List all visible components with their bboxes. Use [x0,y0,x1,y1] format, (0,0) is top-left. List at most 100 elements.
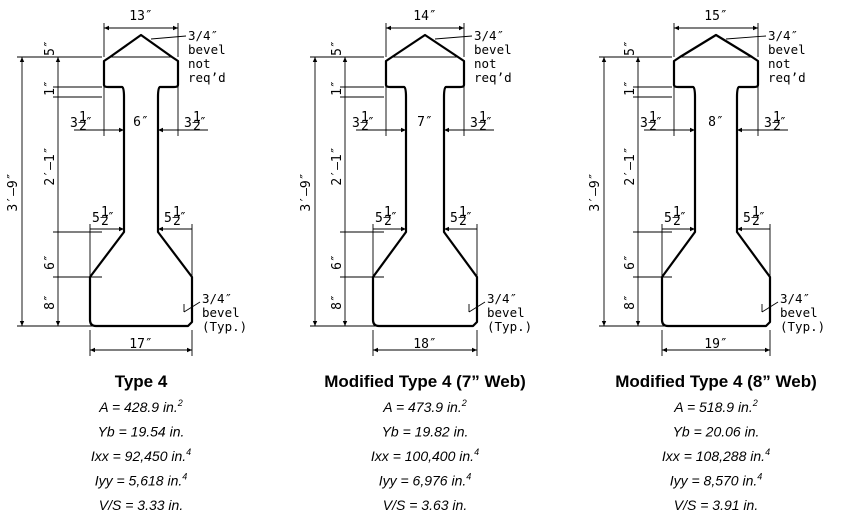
sec1-total-height-arrow-bottom [19,321,25,326]
sec3-top-width-arrow-right [753,25,758,31]
sec1-bottom-bevel-note-line-1: 3/4″ [202,291,232,306]
sec2-girder-outline [371,33,479,328]
sec3-web-height-label: 2′–1″ [623,146,638,185]
svg-text:″: ″ [679,211,687,226]
sec2-section-title: Modified Type 4 (7” Web) [324,372,526,391]
svg-text:2: 2 [384,214,392,229]
sec2-top-bevel-leader [434,35,473,40]
sec1-top-flange-height-label: 5″ [43,40,58,56]
sec1-prop-yb: Yb = 19.54 in. [98,424,185,440]
sec3-top-bevel-note-line-4: req’d [768,70,806,85]
svg-text:″: ″ [85,116,93,131]
sec2-prop-area: A = 473.9 in.2 [382,398,467,415]
sec1-prop-iyy: Iyy = 5,618 in.4 [95,472,188,489]
svg-text:3: 3 [352,116,360,131]
sec1-bottom-bevel-note-line-3: (Typ.) [202,319,247,334]
sec3-section-title: Modified Type 4 (8” Web) [615,372,817,391]
svg-text:3: 3 [70,116,78,131]
sec1-prop-area: A = 428.9 in.2 [98,398,183,415]
sec3-top-fillet-height-label: 1″ [623,80,638,96]
sec2-vertical-chain-arrow-bottom [342,321,348,326]
sec3-web-dim-arrow-right [737,127,742,133]
svg-text:5: 5 [375,211,383,226]
sec2-web-width-label: 7″ [417,115,433,130]
sec1-bottom-bevel-note-line-2: bevel [202,305,240,320]
sec3-bottom-overhang-arrow-left [690,226,695,232]
sec3-total-height-label: 3′–9″ [588,172,603,211]
sec1-bottom-flange-height-label: 8″ [43,294,58,310]
sec3-prop-iyy: Iyy = 8,570 in.4 [670,472,763,489]
sec1-bottom-width-arrow-right [187,347,192,353]
svg-text:2: 2 [752,214,760,229]
sec2-bottom-overhang-arrow-left [401,226,406,232]
sec3-top-bevel-note-line-1: 3/4″ [768,28,798,43]
svg-text:2: 2 [173,214,181,229]
svg-text:2: 2 [361,119,369,134]
svg-text:1: 1 [79,110,87,125]
svg-text:5: 5 [664,211,672,226]
sec1-bottom-overhang-arrow-right [158,226,163,232]
sec2-total-height-label: 3′–9″ [299,172,314,211]
sec1-bottom-width-arrow-left [90,347,95,353]
sec1-web-height-label: 2′–1″ [43,146,58,185]
sec1-top-width-label: 13″ [129,9,152,24]
svg-text:1: 1 [173,205,181,220]
sec3-bottom-bevel-leader [761,301,779,313]
sec1-top-bevel-leader [150,35,187,40]
svg-text:″: ″ [179,211,187,226]
sec2-top-bevel-note-line-2: bevel [474,42,512,57]
sec3-web-width-label: 8″ [708,115,724,130]
sec3-bottom-bevel-note-line-2: bevel [780,305,818,320]
svg-text:2: 2 [101,214,109,229]
sec3-vertical-chain-arrow-top [635,57,641,62]
sec3-top-bevel-leader [725,35,767,40]
sec1-total-height-label: 3′–9″ [6,172,21,211]
svg-text:″: ″ [655,116,663,131]
svg-text:1: 1 [479,110,487,125]
sec3-girder-outline [660,33,772,328]
svg-text:2: 2 [479,119,487,134]
sec3-bottom-flange-height-label: 8″ [623,294,638,310]
svg-text:2: 2 [773,119,781,134]
sec1-top-bevel-note-line-3: not [188,56,211,71]
sec3-bottom-bevel-note-line-1: 3/4″ [780,291,810,306]
sec2-top-width-label: 14″ [413,9,436,24]
svg-text:1: 1 [193,110,201,125]
sec3-prop-area: A = 518.9 in.2 [673,398,758,415]
sec2-top-bevel-note-line-3: not [474,56,497,71]
svg-text:5: 5 [450,211,458,226]
svg-text:″: ″ [199,116,207,131]
sec3-web-dim-arrow-left [690,127,695,133]
sec2-top-width-arrow-left [386,25,391,31]
sec1-prop-vs: V/S = 3.33 in. [99,497,183,513]
sec3-top-bevel-note-line-3: not [768,56,791,71]
sec1-web-dim-arrow-right [158,127,163,133]
sec1-bottom-overhang-arrow-left [119,226,124,232]
svg-text:2: 2 [79,119,87,134]
sec2-bottom-bevel-note-line-2: bevel [487,305,525,320]
sec1-prop-ixx: Ixx = 92,450 in.4 [91,447,191,464]
sec2-prop-yb: Yb = 19.82 in. [382,424,469,440]
svg-text:1: 1 [384,205,392,220]
sec1-total-height-arrow-top [19,57,25,62]
sec3-prop-vs: V/S = 3.91 in. [674,497,758,513]
sec2-bottom-bevel-note-line-1: 3/4″ [487,291,517,306]
sec2-prop-ixx: Ixx = 100,400 in.4 [371,447,479,464]
sec2-vertical-chain-arrow-top [342,57,348,62]
sec3-bottom-width-arrow-left [662,347,667,353]
sec2-top-width-arrow-right [459,25,464,31]
sec3-total-height-arrow-top [601,57,607,62]
